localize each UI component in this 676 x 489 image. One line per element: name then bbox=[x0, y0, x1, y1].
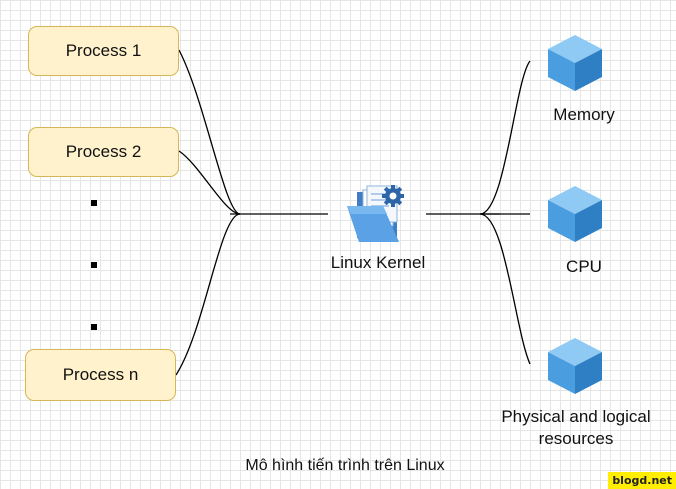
cpu-label: CPU bbox=[566, 257, 602, 276]
memory-label: Memory bbox=[553, 105, 615, 124]
resources-label-line1: Physical and logical bbox=[501, 407, 651, 426]
process-2-box[interactable]: Process 2 bbox=[28, 127, 179, 177]
connector-process-1 bbox=[178, 49, 241, 215]
diagram-caption: Mô hình tiến trình trên Linux bbox=[245, 457, 445, 474]
connector-process-n bbox=[175, 213, 241, 376]
resources-label-line2: resources bbox=[538, 429, 614, 448]
resources-label: Physical and logical resources bbox=[486, 406, 666, 450]
process-2-label: Process 2 bbox=[65, 142, 142, 161]
process-n-box[interactable]: Process n bbox=[25, 349, 176, 401]
connector-memory bbox=[479, 60, 531, 215]
ellipsis-dot bbox=[91, 262, 97, 268]
ellipsis-dot bbox=[91, 200, 97, 206]
ellipsis-dot bbox=[91, 324, 97, 330]
watermark: blogd.net bbox=[608, 472, 676, 489]
resources-cube-icon[interactable] bbox=[546, 336, 604, 396]
connector-process-2 bbox=[178, 150, 241, 215]
memory-cube-icon[interactable] bbox=[546, 33, 604, 93]
process-1-label: Process 1 bbox=[65, 41, 142, 60]
connector-resources bbox=[479, 213, 531, 365]
folder-gear-icon[interactable] bbox=[343, 180, 409, 246]
process-1-box[interactable]: Process 1 bbox=[28, 26, 179, 76]
kernel-label: Linux Kernel bbox=[330, 253, 426, 272]
process-n-label: Process n bbox=[62, 365, 139, 384]
cpu-cube-icon[interactable] bbox=[546, 184, 604, 244]
